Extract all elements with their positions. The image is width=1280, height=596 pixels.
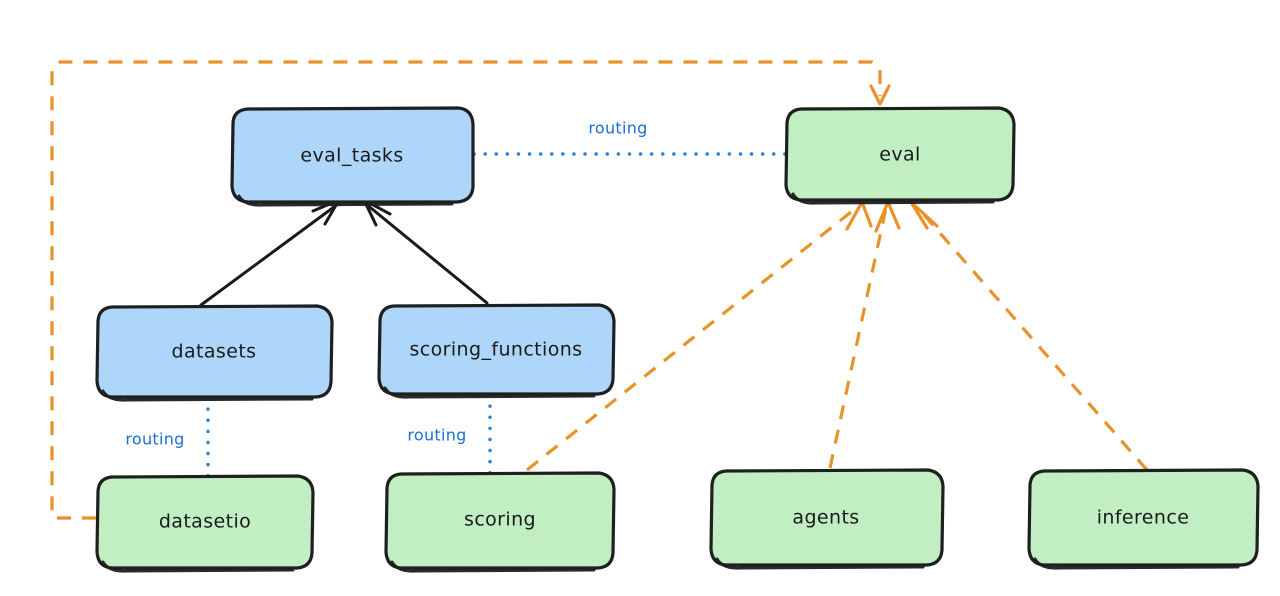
edge-label-routing-left: routing xyxy=(125,430,184,449)
node-label-eval: eval xyxy=(879,144,920,166)
node-inference[interactable]: inference xyxy=(1027,468,1260,570)
node-label-scoring-functions: scoring_functions xyxy=(410,339,583,361)
node-label-inference: inference xyxy=(1097,507,1190,529)
node-label-eval-tasks: eval_tasks xyxy=(300,145,403,167)
node-label-datasetio: datasetio xyxy=(159,511,251,533)
edge-agents-eval xyxy=(828,200,901,469)
edge-label-routing-top: routing xyxy=(588,119,647,138)
node-label-datasets: datasets xyxy=(172,341,257,363)
node-scoring[interactable]: scoring xyxy=(384,471,616,573)
edge-inference-eval xyxy=(909,200,1149,472)
node-eval[interactable]: eval xyxy=(784,106,1016,205)
node-eval-tasks[interactable]: eval_tasks xyxy=(230,106,475,207)
node-datasetio[interactable]: datasetio xyxy=(95,474,315,573)
edge-datasetio-eval xyxy=(50,60,891,520)
edge-datasets-evaltasks xyxy=(199,198,341,307)
node-label-scoring: scoring xyxy=(464,509,536,531)
node-scoring-functions[interactable]: scoring_functions xyxy=(377,303,616,399)
node-agents[interactable]: agents xyxy=(709,468,945,570)
edge-label-routing-mid: routing xyxy=(407,426,466,445)
node-label-agents: agents xyxy=(792,507,859,529)
node-datasets[interactable]: datasets xyxy=(95,304,334,402)
edge-scoringfunctions-evaltasks xyxy=(362,198,489,305)
